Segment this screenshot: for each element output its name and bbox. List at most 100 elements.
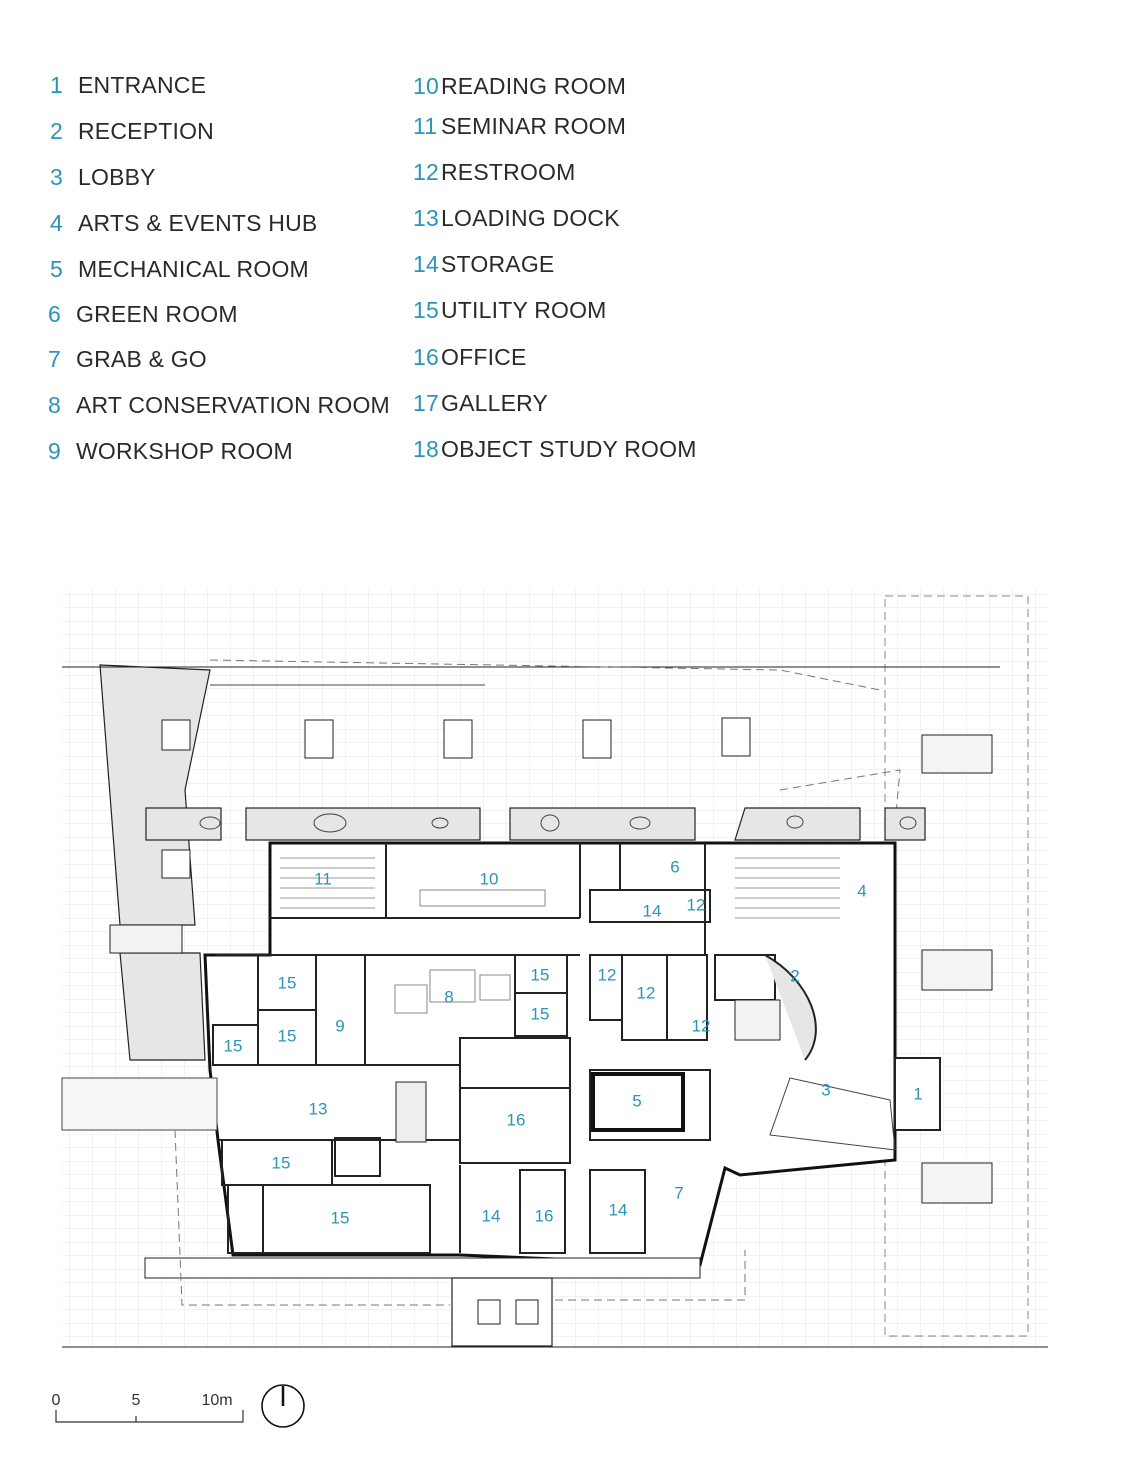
north-planter-band <box>145 807 926 841</box>
room-label-10: 10 <box>480 869 499 888</box>
south-planter-box <box>477 1299 501 1325</box>
legend-item-9: 9 WORKSHOP ROOM <box>48 438 293 465</box>
room-label-5: 5 <box>632 1091 641 1110</box>
room-label-16a: 16 <box>507 1110 526 1129</box>
legend-label: READING ROOM <box>441 73 627 99</box>
legend-label: OBJECT STUDY ROOM <box>441 436 697 462</box>
legend-label: ARTS & EVENTS HUB <box>78 210 318 236</box>
room-label-2: 2 <box>790 966 799 985</box>
planters-north <box>161 717 751 879</box>
interior-walls <box>212 843 776 1254</box>
legend-num: 3 <box>50 164 63 190</box>
south-terrace <box>144 1257 701 1279</box>
scale-tick-5: 5 <box>132 1392 141 1409</box>
legend-label: UTILITY ROOM <box>441 297 607 323</box>
reception-desk <box>764 954 817 1061</box>
legend-label: ENTRANCE <box>78 72 207 98</box>
south-dashed-edge <box>174 1129 746 1306</box>
west-stair <box>109 924 183 954</box>
room-label-9: 9 <box>335 1016 344 1035</box>
legend-item-8: 8 ART CONSERVATION ROOM <box>48 392 390 419</box>
legend-label: LOADING DOCK <box>441 205 620 231</box>
room-label-14b: 14 <box>482 1206 501 1225</box>
conservation-tables <box>394 969 511 1014</box>
planters-east <box>921 734 993 1204</box>
south-planter <box>451 1277 553 1347</box>
room-label-12c: 12 <box>637 983 656 1002</box>
building-outline <box>203 841 897 1267</box>
room-label-12a: 12 <box>687 895 706 914</box>
room-label-3: 3 <box>821 1080 830 1099</box>
legend-num: 10 <box>413 73 439 99</box>
room-label-15e: 15 <box>531 1004 550 1023</box>
scale-tick-0: 0 <box>52 1392 61 1409</box>
room-label-16b: 16 <box>535 1206 554 1225</box>
scale-line <box>55 1410 244 1423</box>
canopy-dashed <box>209 659 901 826</box>
room-label-15f: 15 <box>272 1153 291 1172</box>
legend-num: 17 <box>413 390 439 416</box>
legend-num: 7 <box>48 346 61 372</box>
room-label-1: 1 <box>913 1084 922 1103</box>
legend-label: MECHANICAL ROOM <box>78 256 309 282</box>
legend-item-7: 7 GRAB & GO <box>48 346 207 373</box>
west-ramp <box>119 952 206 1061</box>
legend-label: SEMINAR ROOM <box>441 113 627 139</box>
stair-lobby <box>734 999 781 1041</box>
legend-label: OFFICE <box>441 344 527 370</box>
legend-num: 8 <box>48 392 61 418</box>
north-planter-stones <box>199 813 917 833</box>
legend-label: RECEPTION <box>78 118 214 144</box>
room-label-12b: 12 <box>598 965 617 984</box>
legend-num: 13 <box>413 205 439 231</box>
legend-num: 16 <box>413 344 439 370</box>
room-label-11: 11 <box>314 869 332 888</box>
room-label-14a: 14 <box>643 901 662 920</box>
legend-label: WORKSHOP ROOM <box>76 438 293 464</box>
legend-num: 9 <box>48 438 61 464</box>
legend-label: RESTROOM <box>441 159 576 185</box>
legend-num: 12 <box>413 159 439 185</box>
legend-num: 18 <box>413 436 439 462</box>
room-label-4: 4 <box>857 881 866 900</box>
room-label-6: 6 <box>670 857 679 876</box>
legend-item-2: 2 RECEPTION <box>50 118 214 145</box>
floor-plan: 1 2 3 4 5 6 7 8 9 10 11 12 12 12 12 13 1… <box>61 588 1048 1348</box>
legend-label: GRAB & GO <box>76 346 207 372</box>
room-label-13: 13 <box>309 1099 328 1118</box>
legend-item-3: 3 LOBBY <box>50 164 156 191</box>
scale-bar: 0 5 10m <box>52 1384 305 1428</box>
legend-label: ART CONSERVATION ROOM <box>76 392 390 418</box>
entrance-vestibule <box>894 1057 941 1131</box>
legend-label: STORAGE <box>441 251 555 277</box>
room-labels: 1 2 3 4 5 6 7 8 9 10 11 12 12 12 12 13 1… <box>224 857 923 1227</box>
legend-item-4: 4 ARTS & EVENTS HUB <box>50 210 317 237</box>
legend-num: 2 <box>50 118 63 144</box>
loading-dock-apron <box>61 1077 218 1131</box>
room-label-15a: 15 <box>278 973 297 992</box>
legend-label: GREEN ROOM <box>76 301 238 327</box>
room-label-8: 8 <box>444 987 453 1006</box>
room-label-7: 7 <box>674 1183 683 1202</box>
legend-num: 15 <box>413 297 439 323</box>
loading-dock-ramp <box>395 1081 427 1143</box>
room-label-15b: 15 <box>278 1026 297 1045</box>
legend-num: 14 <box>413 251 439 277</box>
scale-tick-10m: 10m <box>201 1392 232 1409</box>
legend-num: 4 <box>50 210 63 236</box>
room-label-14c: 14 <box>609 1200 628 1219</box>
legend-label: GALLERY <box>441 390 549 416</box>
lobby-feature <box>769 1077 896 1151</box>
legend-label: LOBBY <box>78 164 156 190</box>
